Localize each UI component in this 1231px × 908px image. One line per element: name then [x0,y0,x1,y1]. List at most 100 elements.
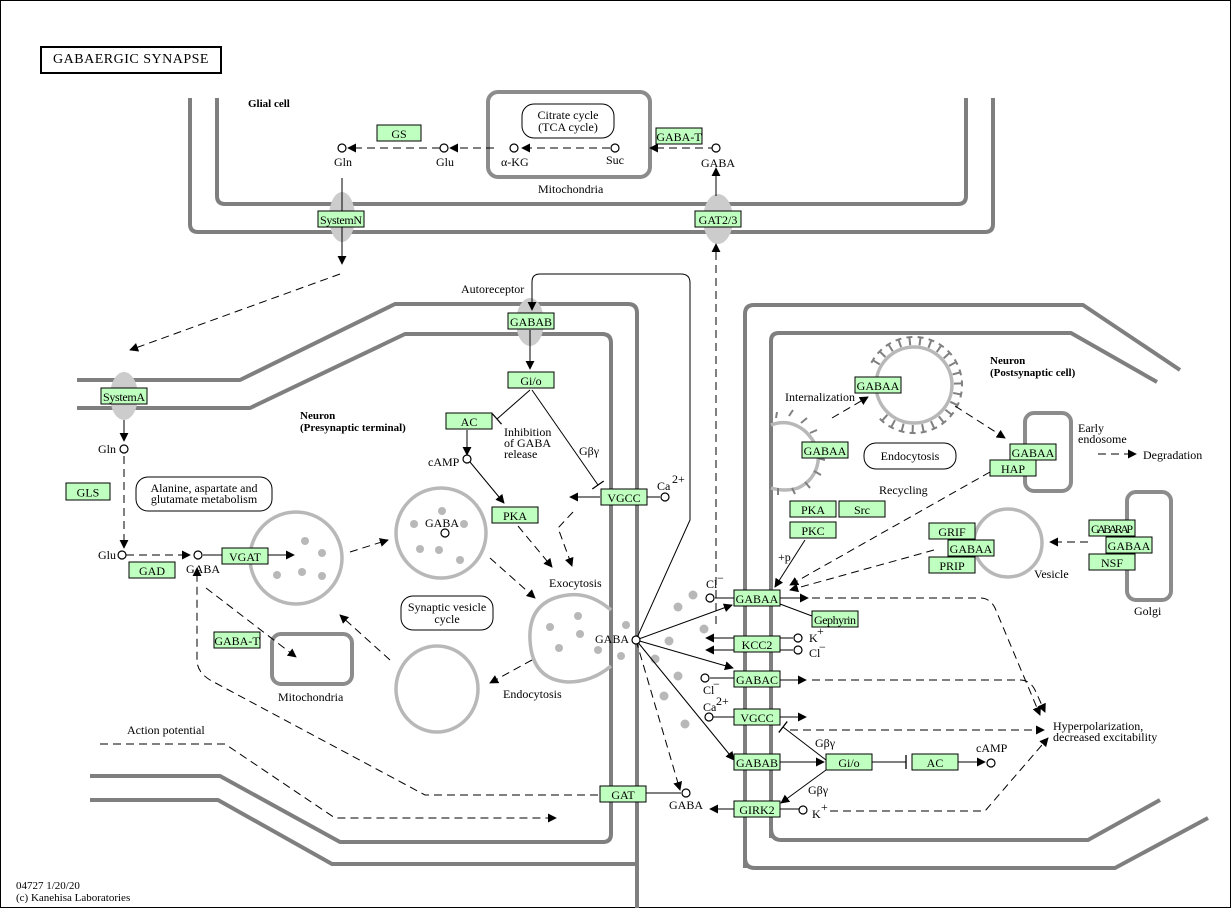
gene-ac-pre[interactable]: AC [445,412,493,430]
presynaptic-bottom-membrane [90,798,637,866]
edge-gio-vgcc [531,389,605,490]
compound-suc[interactable] [610,143,620,153]
gene-gls[interactable]: GLS [65,482,111,501]
edge-gio-vgcc-post [778,721,827,761]
compounds [117,143,996,815]
gene-label: GABARAP [1091,522,1133,536]
label-mito-pre: Mitochondria [278,690,344,704]
gene-pka-post[interactable]: PKA [789,500,837,518]
gene-label: VGAT [229,550,262,564]
edge-gaba-gabac [635,639,734,671]
edge-action-potential [100,743,557,823]
compound-ca-post[interactable] [704,712,714,722]
label-gaba-gat: GABA [669,798,703,812]
label-presynaptic-2: (Presynaptic terminal) [300,422,406,434]
gene-vgcc-post[interactable]: VGCC [733,708,781,726]
map-synaptic-vesicle-cycle[interactable]: Synaptic vesicle cycle [400,595,494,631]
gene-gio-post[interactable]: Gi/o [825,753,873,771]
label-cl-gabaa-sup: − [717,571,724,585]
gene-gio-pre[interactable]: Gi/o [507,371,555,389]
label-action-potential: Action potential [127,723,205,737]
edge-gabac-hyper [812,679,1046,713]
compound-k-girk2[interactable] [798,805,808,815]
compound-gaba-pre[interactable] [193,550,203,560]
gene-gabaa-golgi[interactable]: GABAA [1105,536,1153,554]
label-presynaptic-1: Neuron [300,410,335,422]
label-glu-glial: Glu [436,155,454,169]
gene-label: Gephyrin [814,613,856,627]
copyright: (c) Kanehisa Laboratories [16,892,131,904]
compound-gaba-glial[interactable] [711,143,721,153]
edge-gabaa-hyper [812,597,1042,716]
gene-gabaa-mem[interactable]: GABAA [733,589,781,607]
compound-gaba-vesicle[interactable] [440,528,450,538]
gene-gabab-auto[interactable]: GABAB [507,312,555,330]
compound-glu-glial[interactable] [439,143,449,153]
edge-exocytosis [489,557,536,599]
map-alanine-aspartate-glutamate[interactable]: Alanine, aspartate and glutamate metabol… [135,476,273,512]
compound-camp-post[interactable] [986,758,996,768]
compound-gln-glial[interactable] [337,143,347,153]
label-suc: Suc [606,153,624,167]
compound-camp-pre[interactable] [462,454,472,464]
label-inhibition-3: release [504,447,537,461]
gene-gabab-post[interactable]: GABAB [733,753,781,771]
glial-membranes [188,98,995,234]
compound-cl-gabaa[interactable] [705,593,715,603]
gene-gabaa-endo[interactable]: GABAA [1009,443,1057,461]
gene-nsf[interactable]: NSF [1088,553,1136,571]
label-gbg-post-2: Gβγ [808,783,829,797]
compound-gaba-gat[interactable] [681,788,691,798]
footer: 04727 1/20/20 (c) Kanehisa Laboratories [16,880,130,904]
gene-label: GIRK2 [739,803,774,817]
map-endocytosis[interactable]: Endocytosis [863,442,957,470]
gene-src[interactable]: Src [838,500,886,518]
gene-vgat[interactable]: VGAT [221,547,269,565]
gene-kcc2[interactable]: KCC2 [733,635,781,653]
gene-prip[interactable]: PRIP [928,556,976,574]
label-ca-pre: Ca [657,479,671,493]
compound-k-kcc2[interactable] [793,633,803,643]
gene-ac-post[interactable]: AC [911,753,959,771]
gene-gabaa-ves[interactable]: GABAA [947,539,995,557]
gene-systemn[interactable]: SystemN [317,210,365,228]
gene-label: PKC [801,524,824,538]
gene-pkc[interactable]: PKC [789,521,837,539]
gene-gaba-t-glial[interactable]: GABA-T [655,127,703,145]
map-tca-cycle[interactable]: Citrate cycle (TCA cycle) [521,103,615,139]
gene-pka-pre[interactable]: PKA [491,506,539,524]
compound-gaba-cleft[interactable] [631,635,641,645]
gene-gephyrin[interactable]: Gephyrin [811,610,859,628]
label-k-kcc2-sup: + [817,624,824,638]
label-k-kcc2: K [809,631,818,645]
label-postsynaptic-1: Neuron [990,355,1025,367]
compound-cl-kcc2[interactable] [793,645,803,655]
gene-gad[interactable]: GAD [128,561,176,579]
label-gbg-post-1: Gβγ [815,736,836,750]
label-cl-gabaa: Cl [706,577,718,591]
gene-gaba-t-pre[interactable]: GABA-T [213,631,261,649]
gene-label: SystemN [320,213,362,227]
gene-grif[interactable]: GRIF [928,522,976,540]
gene-gs[interactable]: GS [376,124,422,142]
gene-gabaa-int2[interactable]: GABAA [801,441,849,459]
gene-vgcc-pre[interactable]: VGCC [600,488,648,506]
gene-gat[interactable]: GAT [599,785,647,803]
compound-gln-pre[interactable] [119,444,129,454]
gene-gabac[interactable]: GABAC [733,670,781,688]
label-golgi: Golgi [1134,604,1162,618]
compound-glu-pre[interactable] [117,550,127,560]
gene-hap[interactable]: HAP [989,459,1037,477]
compound-akg[interactable] [509,143,519,153]
gene-gabarap[interactable]: GABARAP [1088,519,1136,537]
fusing-vesicle-dots [546,612,630,660]
compound-cl-gabac[interactable] [700,673,710,683]
gene-label: Gi/o [838,756,859,770]
gene-girk2[interactable]: GIRK2 [733,800,781,818]
gene-gat23[interactable]: GAT2/3 [694,210,742,228]
gene-systema[interactable]: SystemA [100,387,148,405]
compound-ca-pre[interactable] [660,492,670,502]
gene-gabaa-int1[interactable]: GABAA [854,376,902,394]
edge-gabaa-gephyrin [779,603,813,617]
label-early-endosome-1: Early [1078,421,1104,435]
